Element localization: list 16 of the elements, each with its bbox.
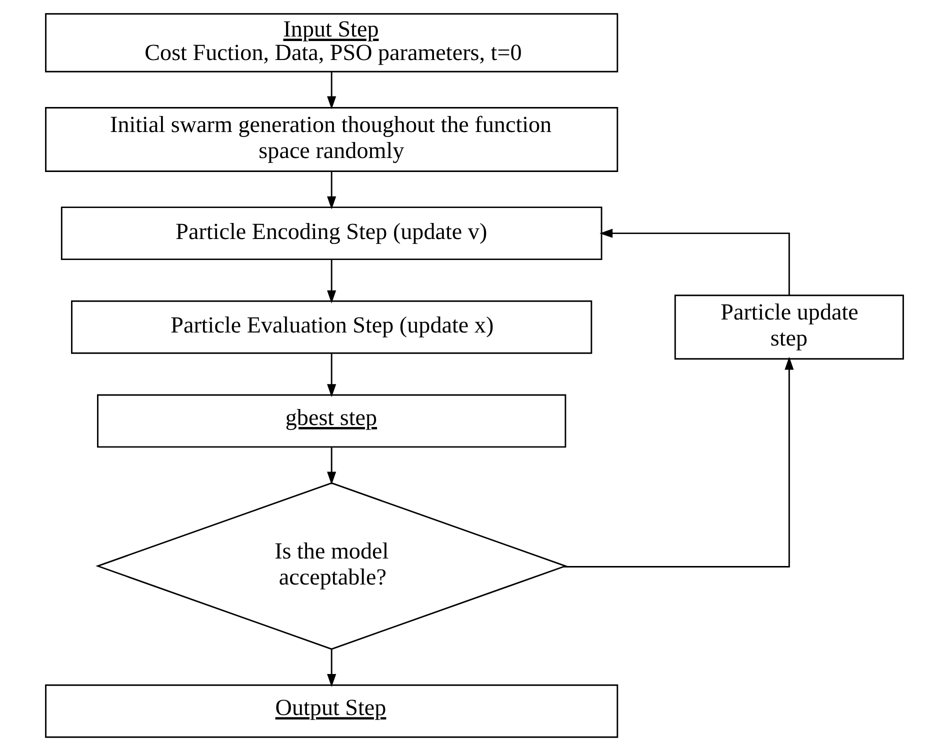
arrow [327,72,336,110]
node-box: Particle Evaluation Step (update x) [71,300,592,354]
arrow [327,171,336,210]
arrow [327,259,336,304]
node-box: Initial swarm generation thoughout the function space randomly [45,107,618,172]
node-diamond: Is the model acceptable? [96,482,568,650]
arrow [327,353,336,398]
node-box: Particle Encoding Step (update v) [60,206,602,260]
node-box: Particle update step [674,294,904,360]
node-box: Output Step [45,684,618,738]
node-box: Input Step Cost Fuction, Data, PSO parameters, t=0 [45,13,618,72]
node-box: gbest step [97,394,566,448]
arrow [327,448,336,485]
arrow [564,356,794,568]
arrow [600,228,790,296]
arrow [327,649,336,688]
